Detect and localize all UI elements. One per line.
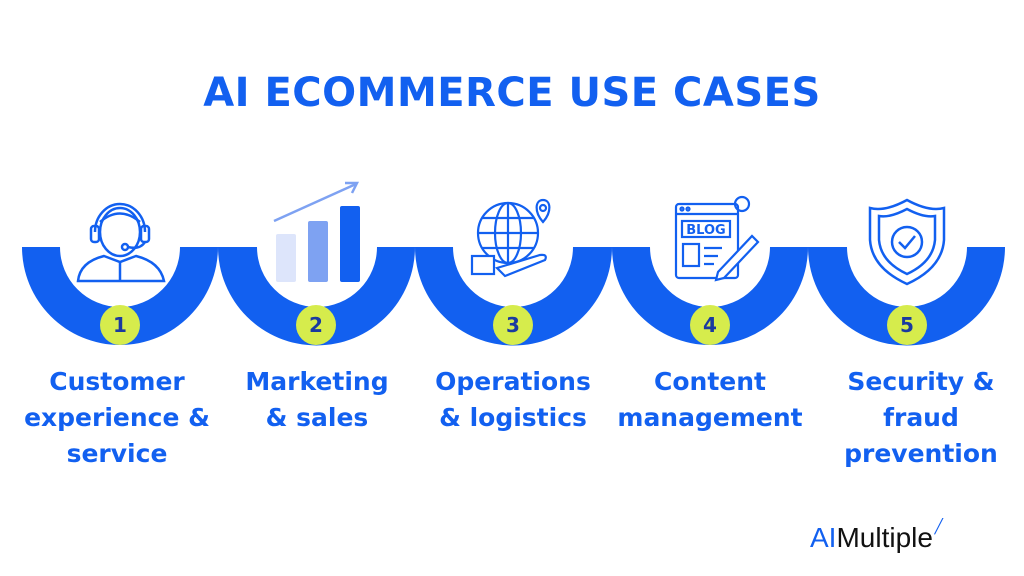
logo-spark-icon: ╱: [934, 518, 943, 534]
badge-4: 4: [690, 305, 730, 345]
security-shield-icon: [868, 198, 946, 286]
arc-3: [415, 247, 612, 346]
svg-text:1: 1: [113, 313, 127, 337]
globe-logistics-icon: [470, 198, 551, 278]
badge-2: 2: [296, 305, 336, 345]
badge-1: 1: [100, 305, 140, 345]
arc-band: [22, 247, 1005, 346]
svg-text:2: 2: [309, 313, 323, 337]
blog-content-icon: BLOG: [674, 195, 760, 282]
badge-3: 3: [493, 305, 533, 345]
arc-4: [612, 247, 808, 345]
svg-text:4: 4: [703, 313, 717, 337]
arc-5: [808, 247, 1005, 346]
arc-1: [22, 247, 218, 345]
badge-5: 5: [887, 305, 927, 345]
arc-2: [218, 247, 415, 346]
label-operations-logistics: Operations& logistics: [435, 367, 591, 432]
svg-text:3: 3: [506, 313, 520, 337]
svg-text:5: 5: [900, 313, 914, 337]
label-marketing-sales: Marketing& sales: [245, 367, 389, 432]
customer-service-headset-icon: [76, 202, 166, 283]
svg-text:BLOG: BLOG: [686, 223, 725, 238]
aimultiple-logo: AIMultiple╱: [810, 518, 943, 553]
growth-bar-chart-icon: [273, 181, 360, 282]
page-title: AI ECOMMERCE USE CASES: [203, 70, 821, 116]
